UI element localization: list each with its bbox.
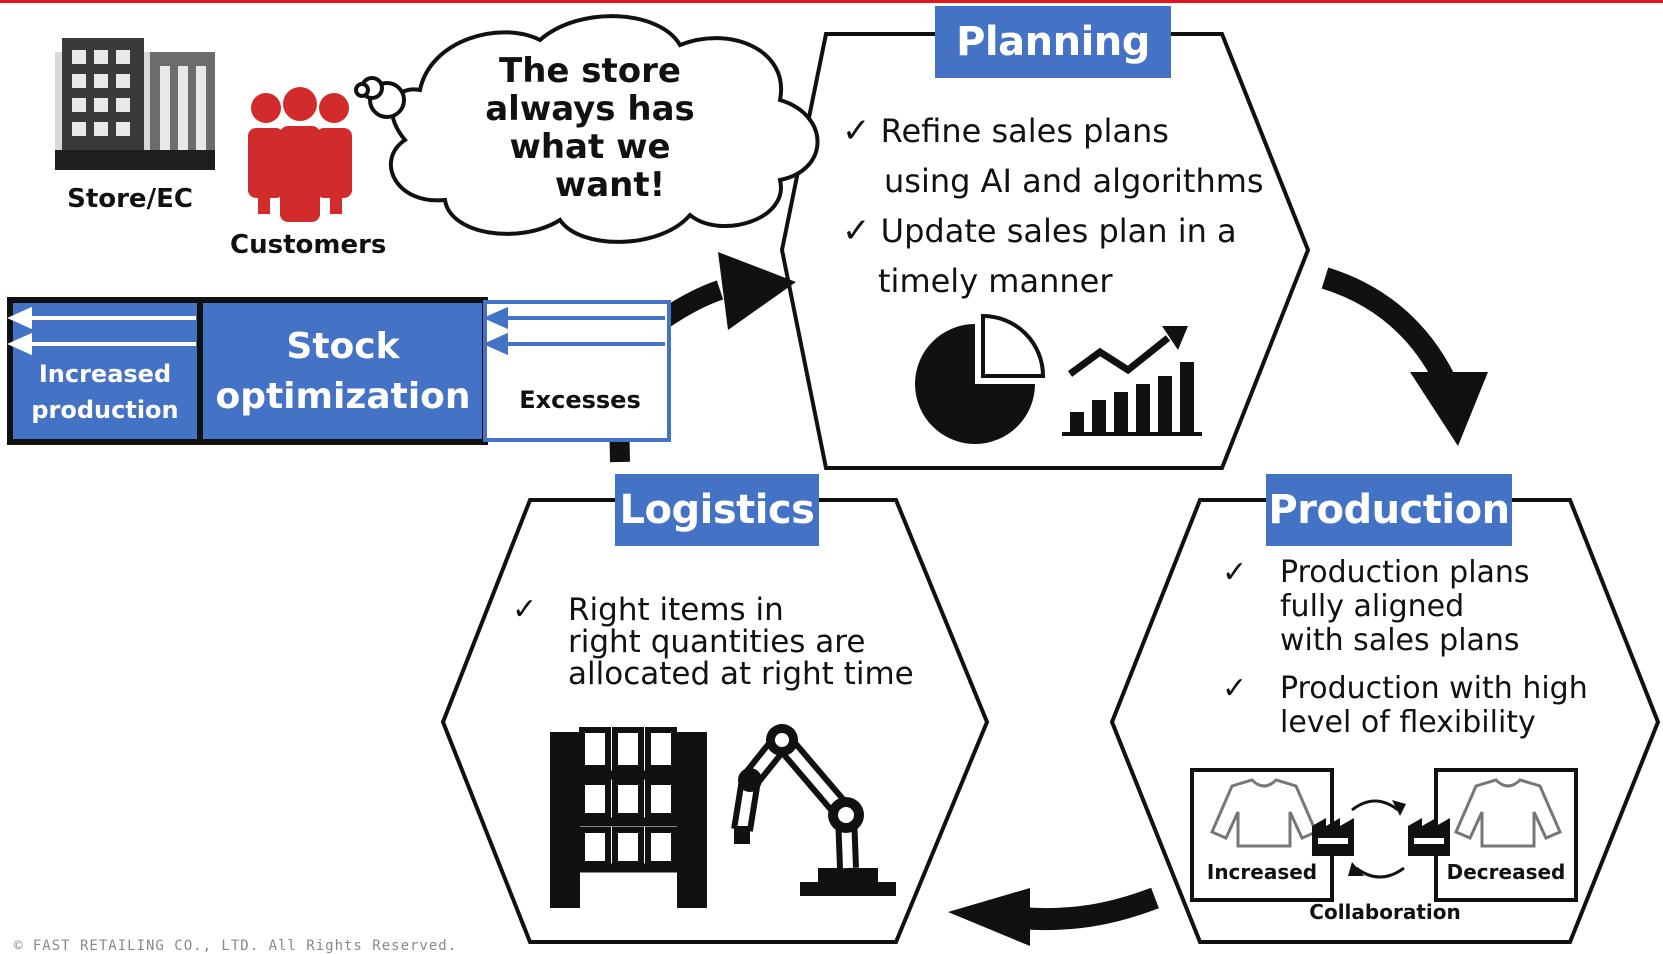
sweater-icon <box>1454 778 1562 848</box>
logistics-line: Right items in <box>568 592 784 628</box>
store-building-icon <box>55 38 215 170</box>
arrow-head-logistics <box>948 888 1030 946</box>
check-icon: ✓ <box>842 211 871 251</box>
planning-items: ✓ Refine sales plans using AI and algori… <box>842 106 1282 306</box>
stock-line: Stock <box>286 326 400 367</box>
store-label: Store/EC <box>67 184 193 214</box>
sweater-icon <box>1210 778 1318 848</box>
increased-production-label: Increased production <box>14 356 196 428</box>
logistics-hexagon <box>440 498 990 944</box>
flexibility-diagram <box>1190 768 1578 902</box>
arrow-planning-to-production <box>1321 267 1455 386</box>
planning-hexagon <box>779 32 1311 470</box>
production-item-2: ✓ Production with high level of flexibil… <box>1222 672 1642 740</box>
pie-chart-icon <box>915 313 1046 444</box>
factory-icon <box>1312 818 1354 856</box>
check-icon: ✓ <box>512 592 538 627</box>
bubble-text: The store always has what we want! <box>470 52 710 204</box>
check-icon: ✓ <box>842 111 871 151</box>
bubble-line: always has <box>485 89 695 129</box>
robot-arm-icon <box>731 724 896 896</box>
planning-item-1-cont: using AI and algorithms <box>884 162 1264 200</box>
decreased-label: Decreased <box>1446 860 1566 884</box>
production-line: fully aligned <box>1280 589 1465 624</box>
arrow-left-icon <box>1355 866 1405 879</box>
arrow-right-icon <box>1351 799 1399 812</box>
production-line: Production with high <box>1280 671 1588 706</box>
production-line: Production plans <box>1280 555 1530 590</box>
factory-icon <box>1408 818 1450 856</box>
logistics-title: Logistics <box>615 474 819 546</box>
copyright-footer: © FAST RETAILING CO., LTD. All Rights Re… <box>14 938 458 954</box>
increased-label: Increased <box>1206 860 1318 884</box>
logistics-item-text: Right items in right quantities are allo… <box>568 594 914 690</box>
stock-bar <box>7 297 671 445</box>
thought-bubble <box>354 14 820 244</box>
planning-title: Planning <box>935 6 1171 78</box>
planning-item-text: Refine sales plans <box>880 112 1169 150</box>
check-icon: ✓ <box>1222 555 1248 590</box>
logistics-item: ✓ Right items in right quantities are al… <box>512 592 942 691</box>
stock-optimization-label: Stock optimization <box>204 322 482 422</box>
bubble-line: want! <box>554 165 666 205</box>
production-line: production <box>31 396 179 424</box>
customers-label: Customers <box>230 230 387 260</box>
production-item-text: Production plans fully aligned with sale… <box>1280 556 1530 658</box>
production-item-text: Production with high level of flexibilit… <box>1280 672 1588 740</box>
increased-line: Increased <box>38 360 172 388</box>
arrow-head-planning <box>718 252 796 330</box>
check-icon: ✓ <box>1222 671 1248 706</box>
arrow-head-production <box>1410 372 1488 446</box>
collaboration-label: Collaboration <box>1309 900 1461 924</box>
optimization-line: optimization <box>215 376 471 417</box>
planning-item-text: Update sales plan in a <box>880 212 1237 250</box>
production-line: level of flexibility <box>1280 705 1536 740</box>
planning-item-2: ✓ Update sales plan in a <box>842 206 1282 256</box>
bubble-line: The store <box>499 51 681 91</box>
logistics-line: right quantities are <box>568 624 866 660</box>
excesses-label: Excesses <box>519 386 641 414</box>
rising-bar-chart-icon <box>1062 326 1202 436</box>
top-red-bar <box>0 0 1663 3</box>
production-title: Production <box>1266 474 1512 546</box>
customers-group-icon <box>248 87 352 222</box>
production-item-1: ✓ Production plans fully aligned with sa… <box>1222 556 1642 658</box>
logistics-line: allocated at right time <box>568 656 914 692</box>
production-items: ✓ Production plans fully aligned with sa… <box>1222 556 1642 740</box>
arrow-production-to-logistics <box>1019 887 1159 931</box>
planning-item-1: ✓ Refine sales plans <box>842 106 1282 156</box>
planning-item-2-cont: timely manner <box>878 262 1113 300</box>
warehouse-shelf-icon <box>550 727 707 908</box>
production-line: with sales plans <box>1280 623 1520 658</box>
bubble-line: what we <box>509 127 671 167</box>
